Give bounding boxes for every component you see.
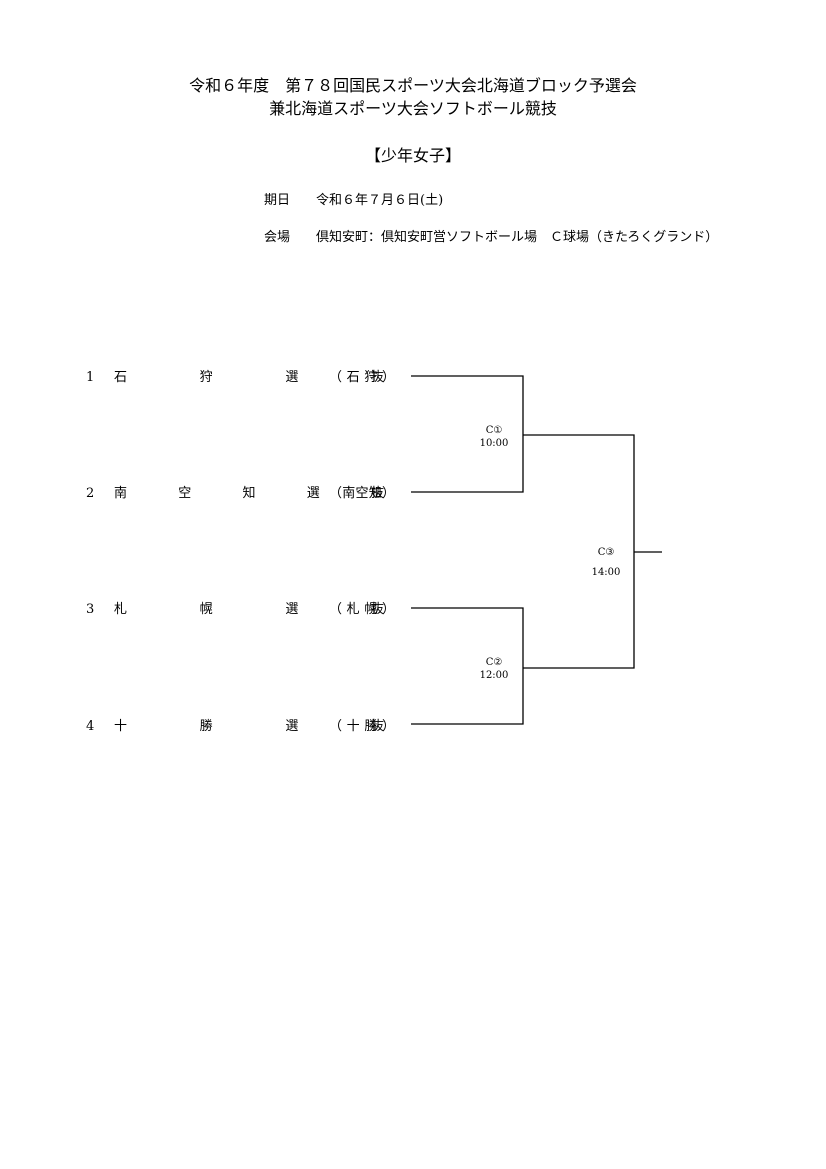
game-time: 14:00 (591, 567, 621, 578)
date-label: 期日 (264, 193, 291, 208)
bracket-line-game-2 (411, 607, 524, 725)
team-name: 十勝選抜 (114, 719, 384, 734)
game-label-1: C① 10:00 (469, 424, 519, 450)
team-seed: 3 (86, 602, 95, 617)
game-label-2: C② 12:00 (469, 656, 519, 682)
team-region: （石狩） (329, 370, 395, 385)
game-code: C② (485, 657, 503, 668)
team-seed: 4 (86, 719, 95, 734)
venue-value: 倶知安町：倶知安町営ソフトボール場 Ｃ球場（きたろくグランド） (316, 230, 719, 245)
team-seed: 2 (86, 486, 95, 501)
team-entry-2: 2 南空知選抜 （南空知） (86, 485, 406, 503)
team-entry-1: 1 石狩選抜 （石狩） (86, 369, 406, 387)
date-value: 令和６年７月６日(土) (316, 193, 444, 208)
team-name: 札幌選抜 (114, 602, 384, 617)
team-region: （南空知） (329, 486, 395, 501)
venue-row: 会場 倶知安町：倶知安町営ソフトボール場 Ｃ球場（きたろくグランド） (264, 229, 718, 247)
team-entry-4: 4 十勝選抜 （十勝） (86, 718, 406, 736)
team-seed: 1 (86, 370, 95, 385)
game-code: C① (485, 425, 503, 436)
category-heading: 【少年女子】 (364, 146, 461, 165)
title-line-1: 令和６年度 第７８回国民スポーツ大会北海道ブロック予選会 (189, 76, 637, 95)
date-row: 期日 令和６年７月６日(土) (264, 192, 443, 210)
venue-label: 会場 (264, 230, 291, 245)
team-name: 石狩選抜 (114, 370, 384, 385)
game-time: 10:00 (479, 438, 509, 449)
team-region: （札幌） (329, 602, 395, 617)
team-name: 南空知選抜 (114, 486, 384, 501)
bracket-line-game-1 (411, 375, 524, 493)
title-line-2: 兼北海道スポーツ大会ソフトボール競技 (269, 99, 557, 118)
team-region: （十勝） (329, 719, 395, 734)
game-label-3: C③ 14:00 (581, 546, 631, 579)
game-code: C③ (597, 547, 615, 558)
game-time: 12:00 (479, 670, 509, 681)
team-entry-3: 3 札幌選抜 （札幌） (86, 601, 406, 619)
